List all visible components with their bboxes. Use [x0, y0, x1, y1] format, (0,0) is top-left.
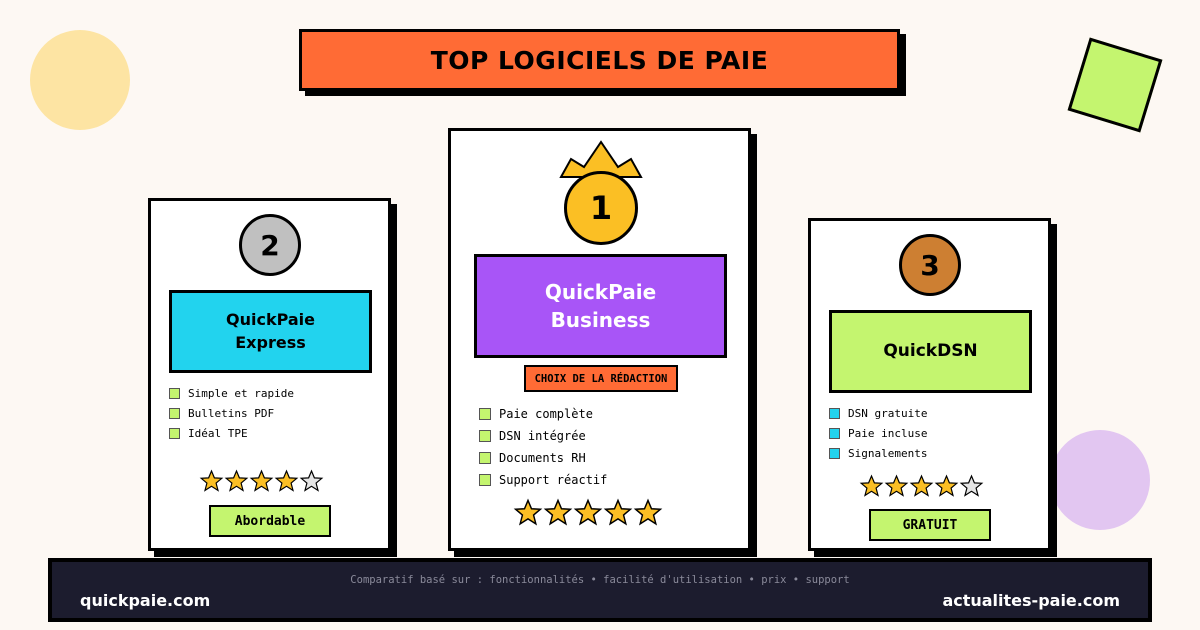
star-empty-icon	[299, 469, 324, 492]
star-filled-icon	[274, 469, 299, 492]
feature-item: Paie complète	[479, 403, 607, 425]
product-name-line2: Business	[550, 308, 651, 332]
product-name-box: QuickDSN	[829, 310, 1032, 393]
decorative-circle-purple	[1050, 430, 1150, 530]
page-title: TOP LOGICIELS DE PAIE	[299, 29, 900, 91]
star-rating	[859, 474, 984, 498]
checkbox-icon	[169, 407, 180, 419]
rank-number: 3	[920, 248, 940, 282]
star-filled-icon	[909, 474, 934, 497]
checkbox-icon	[479, 408, 491, 420]
rank-number: 2	[260, 228, 280, 262]
feature-item: DSN intégrée	[479, 425, 607, 447]
checkbox-icon	[169, 427, 180, 439]
footer-link-quickpaie[interactable]: quickpaie.com	[80, 591, 211, 610]
star-filled-icon	[934, 474, 959, 497]
product-name-line1: QuickDSN	[883, 340, 978, 361]
price-tag: Abordable	[209, 505, 331, 537]
feature-list: Simple et rapide Bulletins PDF Idéal TPE	[169, 383, 294, 443]
footer-bar: Comparatif basé sur : fonctionnalités • …	[48, 558, 1152, 622]
star-empty-icon	[959, 474, 984, 497]
star-filled-icon	[633, 498, 663, 526]
star-filled-icon	[603, 498, 633, 526]
checkbox-icon	[479, 474, 491, 486]
product-name-line2: Express	[235, 332, 306, 352]
checkbox-icon	[479, 452, 491, 464]
rank-number: 1	[589, 189, 613, 227]
feature-item: Documents RH	[479, 447, 607, 469]
star-filled-icon	[884, 474, 909, 497]
silver-medal-icon: 2	[239, 214, 301, 276]
checkbox-icon	[829, 407, 840, 419]
checkbox-icon	[829, 447, 840, 459]
crown-icon	[559, 140, 643, 178]
product-name-box: QuickPaie Business	[474, 254, 727, 358]
star-filled-icon	[573, 498, 603, 526]
feature-item: DSN gratuite	[829, 403, 927, 423]
ranking-card-1: 1 QuickPaie Business CHOIX DE LA RÉDACTI…	[448, 128, 751, 551]
product-name-box: QuickPaie Express	[169, 290, 372, 373]
checkbox-icon	[829, 427, 840, 439]
star-filled-icon	[513, 498, 543, 526]
checkbox-icon	[479, 430, 491, 442]
feature-item: Simple et rapide	[169, 383, 294, 403]
feature-item: Support réactif	[479, 469, 607, 491]
star-filled-icon	[199, 469, 224, 492]
star-rating	[199, 469, 324, 493]
comparison-criteria-note: Comparatif basé sur : fonctionnalités • …	[350, 574, 850, 586]
feature-item: Paie incluse	[829, 423, 927, 443]
star-rating	[513, 498, 663, 527]
product-name-line1: QuickPaie	[544, 280, 657, 304]
decorative-square-green	[1067, 37, 1163, 133]
decorative-circle-yellow	[30, 30, 130, 130]
product-name-line1: QuickPaie	[225, 310, 316, 330]
feature-item: Bulletins PDF	[169, 403, 294, 423]
editors-choice-badge: CHOIX DE LA RÉDACTION	[524, 365, 678, 392]
feature-list: Paie complète DSN intégrée Documents RH …	[479, 403, 607, 491]
bronze-medal-icon: 3	[899, 234, 961, 296]
checkbox-icon	[169, 387, 180, 399]
feature-item: Idéal TPE	[169, 423, 294, 443]
gold-medal-icon: 1	[564, 171, 638, 245]
feature-list: DSN gratuite Paie incluse Signalements	[829, 403, 927, 463]
feature-item: Signalements	[829, 443, 927, 463]
price-tag: GRATUIT	[869, 509, 991, 541]
star-filled-icon	[543, 498, 573, 526]
star-filled-icon	[224, 469, 249, 492]
footer-link-actualites-paie[interactable]: actualites-paie.com	[942, 591, 1120, 610]
ranking-card-2: 2 QuickPaie Express Simple et rapide Bul…	[148, 198, 391, 551]
star-filled-icon	[249, 469, 274, 492]
ranking-card-3: 3 QuickDSN DSN gratuite Paie incluse Sig…	[808, 218, 1051, 551]
star-filled-icon	[859, 474, 884, 497]
